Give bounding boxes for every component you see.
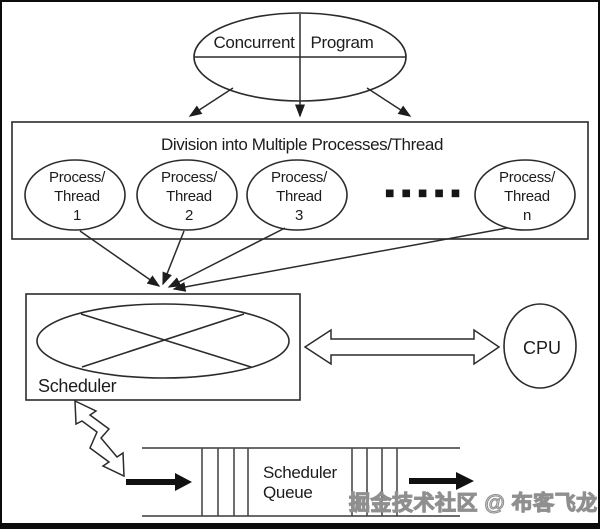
double-arrow-scheduler-queue [74,399,125,478]
process-thread-n-line3: n [522,207,532,224]
scheduler-cross-line-1 [80,313,252,368]
process-thread-2-line1: Process/ [161,169,217,186]
process-thread-3-line1: Process/ [271,169,327,186]
scheduler-label: Scheduler [38,376,117,396]
watermark-text: 掘金技术社区 @ 布客飞龙 [349,492,598,516]
process-thread-2-ellipse [136,159,238,231]
scheduler-ellipse [36,303,290,379]
arrow-program-to-division-left [188,87,234,117]
process-thread-1-line3: 1 [72,207,82,224]
process-thread-2-line3: 2 [184,207,194,224]
process-thread-n-ellipse [474,159,576,231]
arrow-process2-to-scheduler [162,230,185,286]
process-thread-1-line1: Process/ [49,169,105,186]
process-thread-n-line2: Thread [504,188,550,205]
arrow-processn-to-scheduler [172,227,508,292]
arrow-into-queue [126,473,192,491]
process-thread-1-line2: Thread [54,188,100,205]
program-ellipse-left-label: Concurrent [213,33,295,52]
scheduler-queue-label: Scheduler Queue [263,463,337,503]
cpu-label: CPU [522,338,561,358]
division-box [11,121,589,240]
process-thread-3-line3: 3 [294,207,304,224]
process-thread-1-label: Process/ Thread 1 [35,168,119,225]
process-thread-n-line1: Process/ [499,169,555,186]
arrow-process1-to-scheduler [79,230,161,287]
process-thread-3-label: Process/ Thread 3 [257,168,341,225]
process-thread-3-line2: Thread [276,188,322,205]
program-ellipse-right-label: Program [310,33,374,52]
scheduler-box [25,293,301,401]
ellipsis-dots: ■■■■■ [385,188,468,199]
process-thread-2-label: Process/ Thread 2 [147,168,231,225]
scheduler-queue-label-line2: Queue [263,483,313,502]
double-arrow-scheduler-cpu [303,328,501,366]
arrow-program-to-division-right [366,87,412,117]
arrow-process3-to-scheduler [167,227,286,288]
diagram-canvas [11,12,589,517]
arrow-out-of-queue [409,472,474,490]
scheduler-cross-line-2 [81,313,245,368]
process-thread-2-line2: Thread [166,188,212,205]
process-thread-1-ellipse [24,159,126,231]
process-thread-3-ellipse [246,159,348,231]
cpu-ellipse [503,303,577,389]
process-thread-n-label: Process/ Thread n [485,168,569,225]
scheduler-queue-label-line1: Scheduler [263,463,337,482]
division-box-title: Division into Multiple Processes/Thread [160,135,444,154]
